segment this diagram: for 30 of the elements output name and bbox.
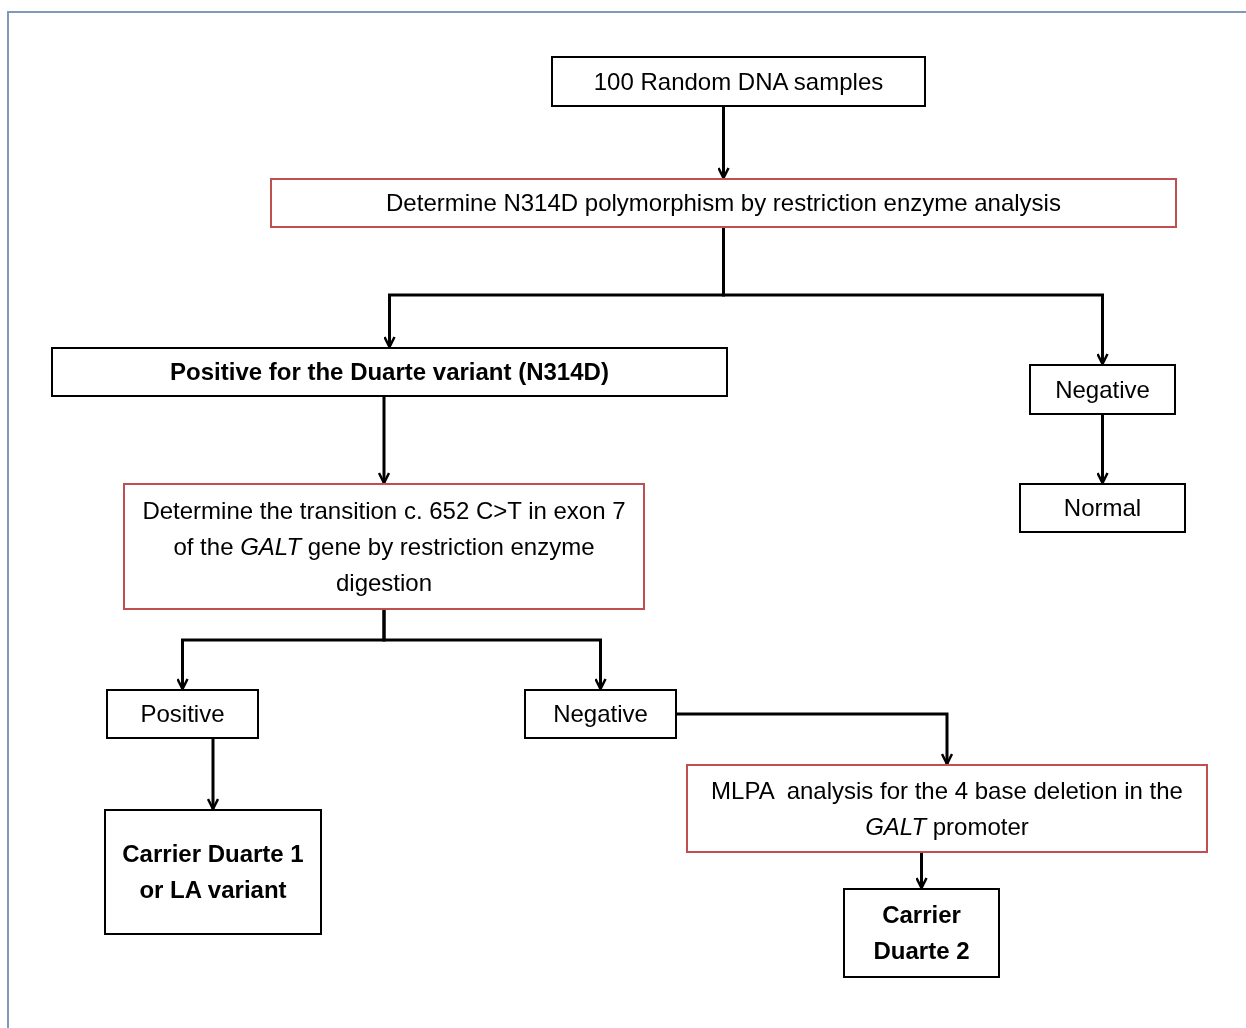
process-box	[524, 689, 677, 739]
arrow	[1096, 415, 1109, 485]
result-box	[51, 347, 728, 397]
process-box	[1029, 364, 1176, 415]
node-text: MLPA analysis for the 4 base deletion in the GALT promoter	[710, 775, 1184, 842]
node-text: Normal	[1063, 493, 1142, 523]
result-box	[104, 809, 322, 935]
method-box	[270, 178, 1177, 228]
process-box	[1019, 483, 1186, 533]
node-text: 100 Random DNA samples	[593, 66, 884, 97]
arrow	[677, 712, 954, 766]
arrow	[915, 853, 928, 890]
arrow	[717, 107, 730, 180]
node-text: Negative	[1055, 374, 1150, 405]
process-box	[106, 689, 259, 739]
node-text: Negative	[553, 699, 648, 729]
node-text: Positive for the Duarte variant (N314D)	[170, 357, 609, 387]
arrow	[722, 228, 1109, 366]
method-box	[686, 764, 1208, 853]
result-box	[843, 888, 1000, 978]
arrow	[206, 739, 220, 811]
node-text: Carrier Duarte 1 or LA variant	[121, 839, 305, 905]
arrow	[382, 610, 607, 691]
node-text: Determine the transition c. 652 C>T in exon 7 of the GALT gene by restriction enzyme digestion	[141, 495, 627, 598]
node-text: Determine N314D polymorphism by restriction enzyme analysis	[386, 188, 1061, 218]
process-box	[551, 56, 926, 107]
method-box	[123, 483, 645, 610]
node-text: Positive	[140, 699, 225, 729]
node-text: Carrier Duarte 2	[872, 900, 971, 966]
arrow	[377, 397, 391, 485]
